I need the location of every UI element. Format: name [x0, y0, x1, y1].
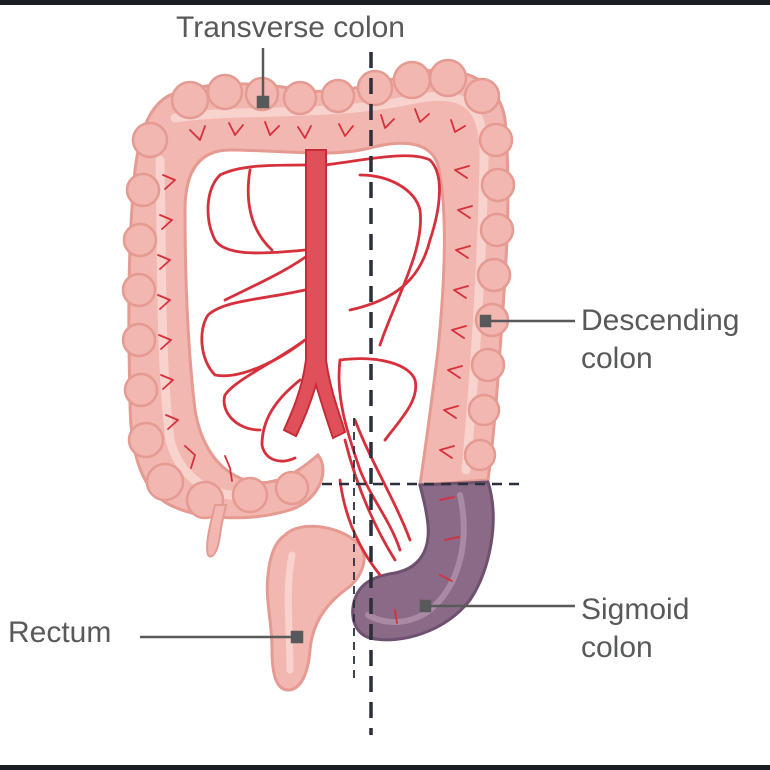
sigmoid-colon-label: Sigmoid colon: [581, 591, 689, 667]
resection-cut-lines: [322, 52, 520, 735]
sigmoid-shape: [351, 480, 495, 642]
rectum-shape: [265, 524, 366, 692]
appendix: [206, 504, 228, 558]
descending-colon-label-line-1: Descending: [581, 304, 740, 337]
transverse-colon-label-text: Transverse colon: [176, 11, 405, 44]
bottom-frame-bar: [0, 765, 770, 770]
top-frame-bar: [0, 0, 770, 5]
colon-body: [121, 58, 516, 558]
sigmoid-colon-label-line-1: Sigmoid: [581, 593, 690, 626]
aorta: [282, 149, 347, 440]
rectum-label-text: Rectum: [8, 616, 112, 649]
transverse-colon-label: Transverse colon: [176, 9, 405, 47]
leader-lines: [140, 48, 575, 644]
descending-colon-label-line-2: colon: [581, 342, 653, 375]
sigmoid-colon-label-line-2: colon: [581, 631, 653, 664]
rectum-label: Rectum: [8, 614, 111, 652]
descending-colon-label: Descending colon: [581, 302, 739, 378]
